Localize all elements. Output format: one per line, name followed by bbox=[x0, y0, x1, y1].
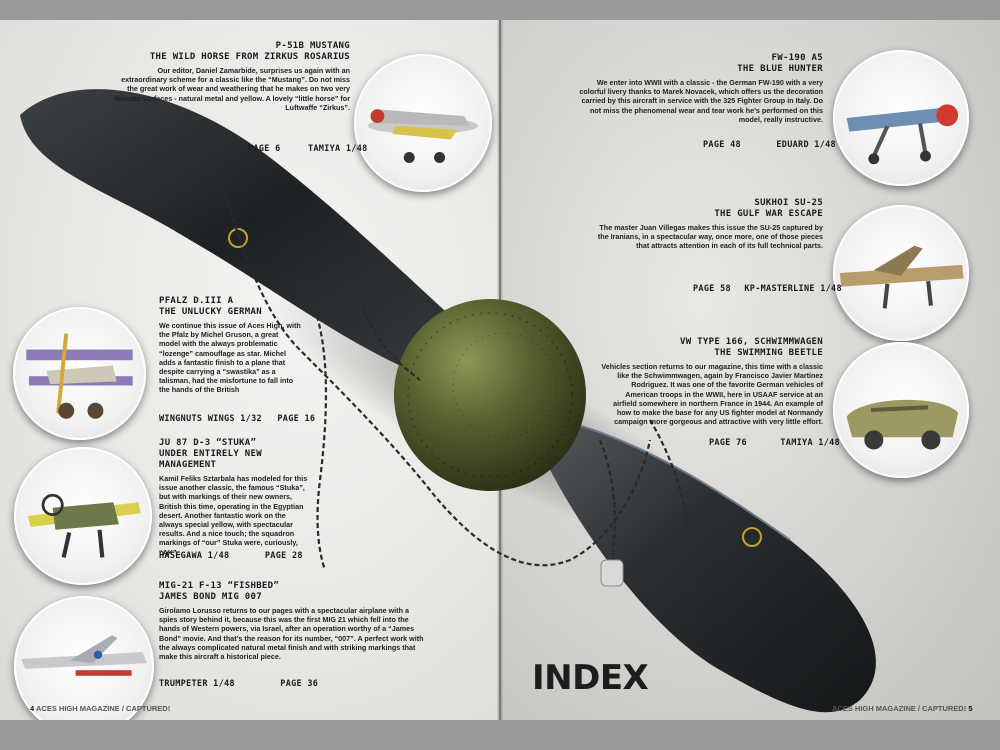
page-ref[interactable]: PAGE 76 bbox=[709, 438, 747, 448]
article-title: JU 87 D-3 “STUKA” bbox=[159, 438, 257, 448]
photo-schwimmwagen bbox=[833, 342, 969, 478]
propeller-illustration bbox=[20, 89, 876, 713]
article-title: P-51B MUSTANG bbox=[275, 41, 350, 51]
article-subtitle: THE BLUE HUNTER bbox=[737, 64, 823, 74]
footer-magazine-name: ACES HIGH MAGAZINE bbox=[35, 704, 120, 713]
article-meta-mustang: PAGE 6 TAMIYA 1/48 bbox=[248, 144, 367, 154]
footer-section-name: CAPTURED! bbox=[922, 704, 967, 713]
article-fw190: FW-190 A5 THE BLUE HUNTER We enter into … bbox=[577, 53, 823, 124]
footer-left: 4 ACES HIGH MAGAZINE / CAPTURED! bbox=[30, 704, 170, 713]
page-number-right: 5 bbox=[968, 704, 973, 713]
footer-section-name: CAPTURED! bbox=[126, 704, 171, 713]
kit-ref: TRUMPETER 1/48 bbox=[159, 679, 235, 689]
article-title: SUKHOI SU-25 bbox=[754, 198, 823, 208]
kit-ref: HASEGAWA 1/48 bbox=[159, 551, 230, 561]
photo-fw190 bbox=[833, 50, 969, 186]
article-subtitle: THE GULF WAR ESCAPE bbox=[714, 209, 823, 219]
kit-ref: TAMIYA 1/48 bbox=[780, 438, 840, 448]
chain bbox=[213, 164, 694, 621]
page-ref[interactable]: PAGE 28 bbox=[264, 551, 303, 561]
propeller-blade-lower bbox=[545, 420, 876, 713]
article-subtitle: THE SWIMMING BEETLE bbox=[714, 348, 823, 358]
article-body: Kamil Feliks Sztarbala has modeled for t… bbox=[159, 474, 308, 557]
page-number-left: 4 bbox=[30, 704, 35, 713]
article-subtitle: UNDER ENTIRELY NEW MANAGEMENT bbox=[159, 449, 262, 470]
article-meta-mig: TRUMPETER 1/48 PAGE 36 bbox=[159, 679, 318, 689]
article-meta-pfalz: WINGNUTS WINGS 1/32 PAGE 16 bbox=[159, 414, 315, 424]
photo-stuka bbox=[14, 447, 152, 585]
article-subtitle: JAMES BOND MIG 007 bbox=[159, 592, 262, 602]
article-body: Vehicles section returns to our magazine… bbox=[601, 362, 823, 427]
article-body: We enter into WWII with a classic - the … bbox=[579, 78, 823, 124]
blade-emblem-upper bbox=[228, 228, 248, 248]
kit-ref: TAMIYA 1/48 bbox=[307, 144, 368, 154]
blade-emblem-lower bbox=[742, 527, 762, 547]
footer-separator: / bbox=[121, 704, 124, 713]
footer-right: ACES HIGH MAGAZINE / CAPTURED! 5 bbox=[832, 704, 972, 713]
page-ref[interactable]: PAGE 16 bbox=[277, 414, 316, 424]
article-su25: SUKHOI SU-25 THE GULF WAR ESCAPE The mas… bbox=[593, 198, 823, 251]
page-ref[interactable]: PAGE 58 bbox=[693, 284, 731, 294]
article-schwimmwagen: VW TYPE 166, SCHWIMMWAGEN THE SWIMMING B… bbox=[600, 337, 823, 426]
photo-mig bbox=[14, 596, 154, 720]
article-subtitle: THE WILD HORSE FROM ZIRKUS ROSARIUS bbox=[149, 52, 350, 62]
footer-separator: / bbox=[917, 704, 920, 713]
photo-mustang bbox=[354, 54, 492, 192]
article-meta-schwimmwagen: PAGE 76 TAMIYA 1/48 bbox=[709, 438, 840, 448]
article-body: Our editor, Daniel Zamarbide, surprises … bbox=[113, 66, 350, 112]
photo-su25 bbox=[833, 205, 969, 341]
kit-ref: WINGNUTS WINGS 1/32 bbox=[159, 414, 262, 424]
article-body: We continue this issue of Aces High, wit… bbox=[159, 321, 301, 395]
kit-ref: EDUARD 1/48 bbox=[776, 140, 836, 150]
article-body: Girolamo Lorusso returns to our pages wi… bbox=[159, 606, 424, 662]
propeller-spinner bbox=[394, 299, 586, 491]
article-stuka: JU 87 D-3 “STUKA” UNDER ENTIRELY NEW MAN… bbox=[159, 438, 309, 557]
article-title: PFALZ D.III A bbox=[159, 296, 234, 306]
kit-ref: KP-MASTERLINE 1/48 bbox=[744, 284, 842, 294]
index-heading: INDEX bbox=[532, 658, 649, 698]
padlock-icon bbox=[600, 559, 624, 587]
page-ref[interactable]: PAGE 36 bbox=[280, 679, 319, 689]
article-title: VW TYPE 166, SCHWIMMWAGEN bbox=[680, 337, 823, 347]
article-meta-fw190: PAGE 48 EDUARD 1/48 bbox=[703, 140, 836, 150]
article-meta-su25: PAGE 58 KP-MASTERLINE 1/48 bbox=[693, 284, 842, 294]
article-mustang: P-51B MUSTANG THE WILD HORSE FROM ZIRKUS… bbox=[110, 41, 350, 112]
magazine-spread: P-51B MUSTANG THE WILD HORSE FROM ZIRKUS… bbox=[0, 20, 1000, 720]
page-ref[interactable]: PAGE 6 bbox=[248, 144, 281, 154]
article-meta-stuka: HASEGAWA 1/48 PAGE 28 bbox=[159, 551, 303, 561]
article-subtitle: THE UNLUCKY GERMAN bbox=[159, 307, 262, 317]
article-mig: MIG-21 F-13 “FISHBED” JAMES BOND MIG 007… bbox=[159, 581, 427, 661]
page-ref[interactable]: PAGE 48 bbox=[703, 140, 741, 150]
footer-magazine-name: ACES HIGH MAGAZINE bbox=[832, 704, 916, 713]
article-title: MIG-21 F-13 “FISHBED” bbox=[159, 581, 280, 591]
article-pfalz: PFALZ D.III A THE UNLUCKY GERMAN We cont… bbox=[159, 296, 301, 395]
article-body: The master Juan Villegas makes this issu… bbox=[597, 223, 823, 251]
photo-pfalz bbox=[13, 307, 146, 440]
article-title: FW-190 A5 bbox=[771, 53, 823, 63]
